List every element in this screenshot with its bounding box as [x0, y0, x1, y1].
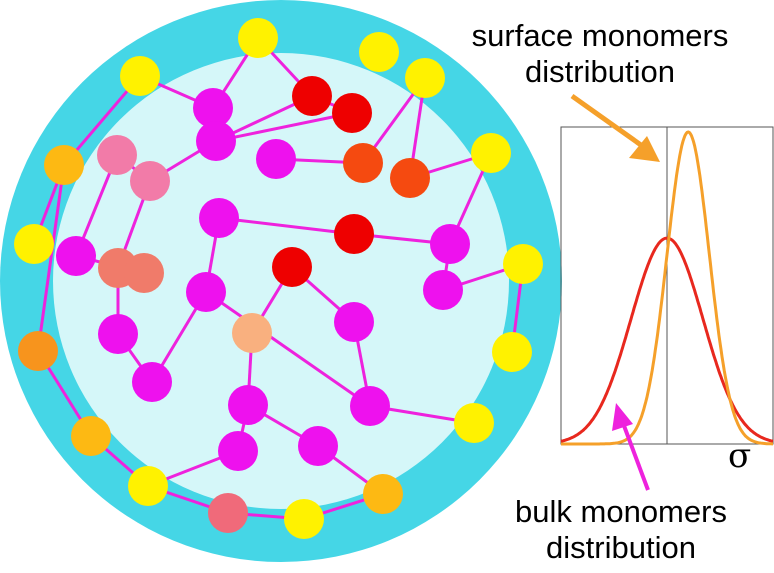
monomer	[471, 133, 511, 173]
monomer	[334, 302, 374, 342]
monomer	[492, 332, 532, 372]
monomer	[44, 145, 84, 185]
monomer	[334, 214, 374, 254]
monomer	[71, 416, 111, 456]
polymer-bond	[215, 111, 353, 143]
surface-label-line2: distribution	[525, 54, 675, 89]
monomer	[423, 270, 463, 310]
monomer	[430, 224, 470, 264]
monomer	[292, 76, 332, 116]
polymer-monomers	[14, 18, 543, 539]
monomer	[228, 385, 268, 425]
surface-label-line1: surface monomers	[471, 18, 729, 53]
monomer	[363, 474, 403, 514]
polymer-bond	[36, 164, 66, 352]
monomer	[272, 247, 312, 287]
monomer	[256, 139, 296, 179]
monomer	[359, 32, 399, 72]
monomer	[284, 499, 324, 539]
surface-distribution-label: surface monomers distribution	[450, 18, 750, 90]
monomer	[193, 88, 233, 128]
bulk-distribution-curve	[560, 236, 774, 443]
monomer	[130, 161, 170, 201]
distribution-plot	[560, 126, 774, 446]
monomer	[238, 18, 278, 58]
monomer	[132, 362, 172, 402]
monomer	[14, 224, 54, 264]
monomer	[98, 314, 138, 354]
surface-distribution-curve	[561, 130, 773, 446]
monomer	[196, 121, 236, 161]
polymer-bond	[205, 290, 371, 408]
bulk-arrow	[612, 403, 650, 491]
monomer	[454, 403, 494, 443]
monomer	[18, 331, 58, 371]
bulk-distribution-label: bulk monomers distribution	[490, 494, 752, 566]
monomer	[97, 135, 137, 175]
surface-arrow	[570, 93, 660, 162]
monomer	[56, 236, 96, 276]
monomer	[332, 93, 372, 133]
monomer	[503, 244, 543, 284]
monomer	[218, 431, 258, 471]
monomer	[124, 253, 164, 293]
bulk-label-line1: bulk monomers	[515, 494, 727, 529]
monomer	[343, 143, 383, 183]
sigma-axis-label: σ	[728, 436, 752, 476]
monomer	[186, 272, 226, 312]
monomer	[405, 58, 445, 98]
monomer	[350, 386, 390, 426]
bulk-label-line2: distribution	[546, 530, 696, 565]
monomer	[199, 198, 239, 238]
monomer	[298, 426, 338, 466]
monomer	[120, 56, 160, 96]
monomer	[128, 466, 168, 506]
monomer	[208, 493, 248, 533]
monomer	[232, 313, 272, 353]
polymer-bond	[218, 216, 355, 236]
monomer	[390, 158, 430, 198]
